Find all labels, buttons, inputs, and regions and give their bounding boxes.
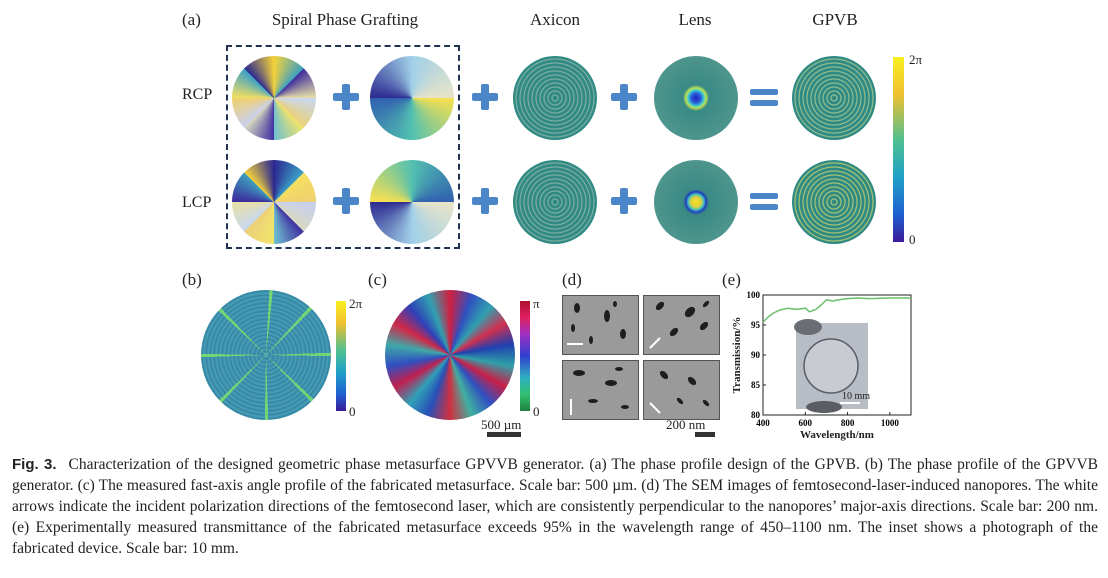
- lcp-spiral-phase-disk-1: [232, 160, 316, 244]
- equals-icon: [750, 193, 778, 211]
- plus-icon: [611, 84, 637, 110]
- rcp-spiral-phase-disk-2: [370, 56, 454, 140]
- scalebar-d: [695, 432, 715, 437]
- plus-icon: [472, 188, 498, 214]
- caption-text: Characterization of the designed geometr…: [12, 456, 1098, 557]
- inset-photo: [794, 319, 868, 413]
- scalebar-d-label: 200 nm: [666, 417, 706, 432]
- header-axicon: Axicon: [529, 10, 581, 29]
- lcp-lens-disk: [654, 160, 738, 244]
- figure-number: Fig. 3.: [12, 456, 57, 473]
- plus-icon: [333, 188, 359, 214]
- y-axis-label: Transmission/%: [731, 317, 743, 394]
- scalebar-c-label: 500 µm: [481, 417, 522, 432]
- colorbar-b: [336, 301, 346, 411]
- y-tick-label: 85: [751, 380, 761, 390]
- scalebar-c: [487, 432, 521, 437]
- plus-icon: [611, 188, 637, 214]
- colorbar-a-min: 0: [909, 232, 916, 247]
- plus-icon: [472, 84, 498, 110]
- gpvvb-phase-profile-disk: [201, 290, 331, 420]
- panel-c-label: (c): [368, 270, 387, 289]
- y-tick-label: 90: [751, 350, 761, 360]
- x-axis-label: Wavelength/nm: [800, 429, 874, 441]
- colorbar-c: [520, 301, 530, 411]
- row-label-rcp: RCP: [182, 86, 213, 103]
- rcp-spiral-phase-disk-1: [232, 56, 316, 140]
- row-label-lcp: LCP: [182, 194, 212, 211]
- y-tick-label: 80: [751, 410, 761, 420]
- lcp-spiral-phase-disk-2: [370, 160, 454, 244]
- colorbar-b-min: 0: [349, 404, 356, 419]
- lcp-axicon-disk: [513, 160, 597, 244]
- rcp-gpvb-disk: [792, 56, 876, 140]
- sem-image-1: [562, 295, 639, 355]
- sem-image-4: [643, 360, 720, 420]
- sem-image-3: [562, 360, 639, 420]
- colorbar-c-min: 0: [533, 404, 540, 419]
- x-tick-label: 400: [756, 418, 770, 428]
- inset-scalebar-label: 10 mm: [842, 391, 870, 402]
- series-line: [762, 297, 911, 323]
- panel-b-label: (b): [182, 270, 202, 289]
- colorbar-a-max: 2π: [909, 52, 923, 67]
- fast-axis-angle-profile-disk: [385, 290, 515, 420]
- rcp-axicon-disk: [513, 56, 597, 140]
- transmission-chart: 80 85 90 95 100 400 600 800 1000 10 mm Waveleng…: [731, 290, 912, 441]
- rcp-lens-disk: [654, 56, 738, 140]
- x-tick-label: 1000: [881, 418, 900, 428]
- x-tick-label: 600: [799, 418, 813, 428]
- y-tick-label: 95: [751, 320, 761, 330]
- colorbar-b-max: 2π: [349, 296, 363, 311]
- header-gpvb: GPVB: [812, 10, 858, 29]
- panel-d-label: (d): [562, 270, 582, 289]
- panel-a-label: (a): [182, 10, 201, 29]
- panel-e-label: (e): [722, 270, 741, 289]
- header-lens: Lens: [678, 10, 712, 29]
- spiral-grafting-dashed-box: [226, 45, 460, 249]
- figure-caption: Fig. 3.Characterization of the designed …: [12, 454, 1098, 559]
- sem-image-2: [643, 295, 720, 355]
- colorbar-a: [893, 57, 904, 242]
- plus-icon: [333, 84, 359, 110]
- equals-icon: [750, 89, 778, 107]
- y-tick-label: 100: [747, 290, 761, 300]
- x-tick-label: 800: [841, 418, 855, 428]
- lcp-gpvb-disk: [792, 160, 876, 244]
- colorbar-c-max: π: [533, 296, 540, 311]
- header-spiral-phase-grafting: Spiral Phase Grafting: [271, 10, 419, 29]
